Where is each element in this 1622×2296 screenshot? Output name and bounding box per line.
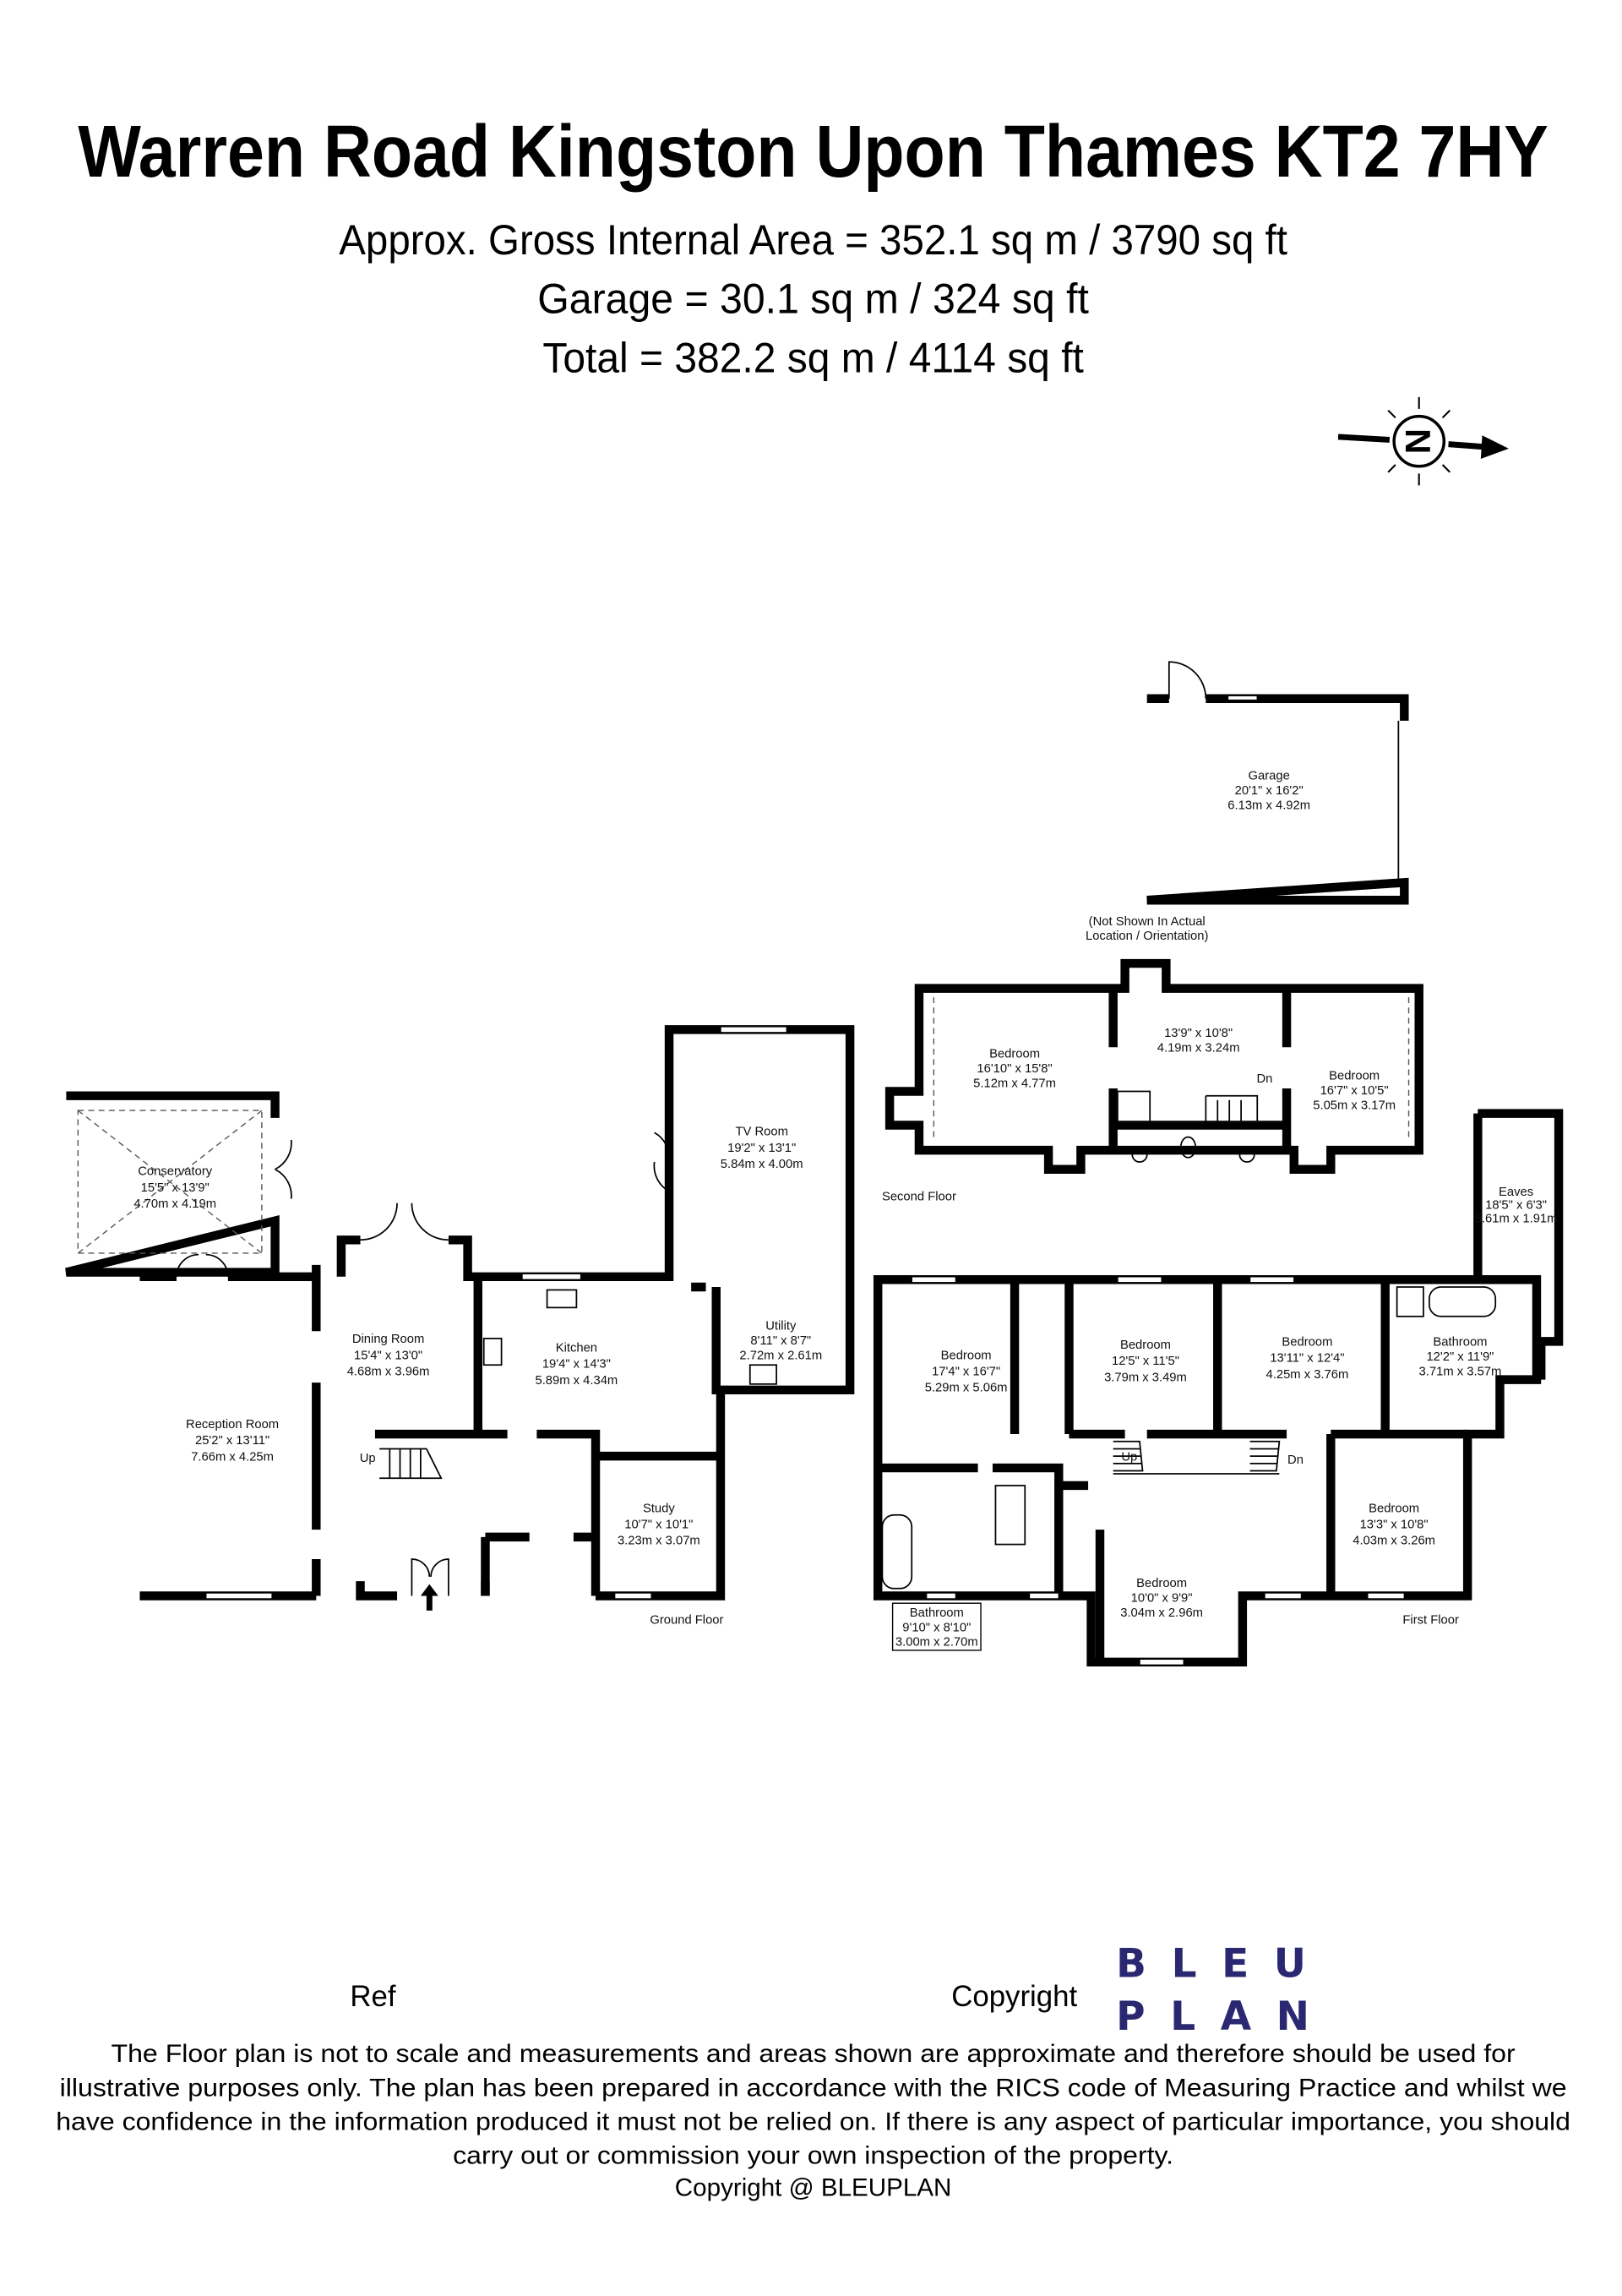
total-area: Total = 382.2 sq m / 4114 sq ft bbox=[542, 333, 1084, 381]
page-title: Warren Road Kingston Upon Thames KT2 7HY bbox=[78, 111, 1549, 193]
first-floor-label: First Floor bbox=[1402, 1614, 1459, 1628]
first-floor-stairs-up: Up bbox=[1121, 1450, 1137, 1464]
ground-floor-label: Ground Floor bbox=[650, 1614, 723, 1628]
entrance-arrow-icon bbox=[420, 1584, 438, 1611]
copyright-line: Copyright @ BLEUPLAN bbox=[675, 2174, 952, 2202]
disclaimer-line-1: The Floor plan is not to scale and measu… bbox=[111, 2040, 1515, 2068]
first-floor-stairs-dn: Dn bbox=[1287, 1453, 1304, 1467]
garage-area: Garage = 30.1 sq m / 324 sq ft bbox=[537, 275, 1089, 323]
disclaimer-line-2: illustrative purposes only. The plan has… bbox=[60, 2074, 1567, 2102]
copyright-label: Copyright bbox=[951, 1980, 1077, 2013]
north-compass-icon: N bbox=[1337, 396, 1509, 486]
svg-text:PLAN: PLAN bbox=[1116, 1993, 1334, 2040]
gross-internal-area: Approx. Gross Internal Area = 352.1 sq m… bbox=[339, 215, 1287, 264]
second-floor-label: Second Floor bbox=[882, 1190, 956, 1203]
second-floor-stairs-dn: Dn bbox=[1257, 1072, 1273, 1086]
second-floor-landing-label: 13'9" x 10'8"4.19m x 3.24m bbox=[1157, 1027, 1240, 1055]
ref-label: Ref bbox=[350, 1980, 395, 2013]
bleuplan-logo: BLEU PLAN bbox=[1116, 1940, 1334, 2040]
disclaimer-line-3: have confidence in the information produ… bbox=[56, 2108, 1570, 2135]
svg-text:BLEU: BLEU bbox=[1116, 1940, 1331, 1987]
ground-floor-stairs-up: Up bbox=[360, 1452, 376, 1465]
svg-text:N: N bbox=[1398, 428, 1438, 454]
disclaimer-line-4: carry out or commission your own inspect… bbox=[453, 2141, 1173, 2169]
